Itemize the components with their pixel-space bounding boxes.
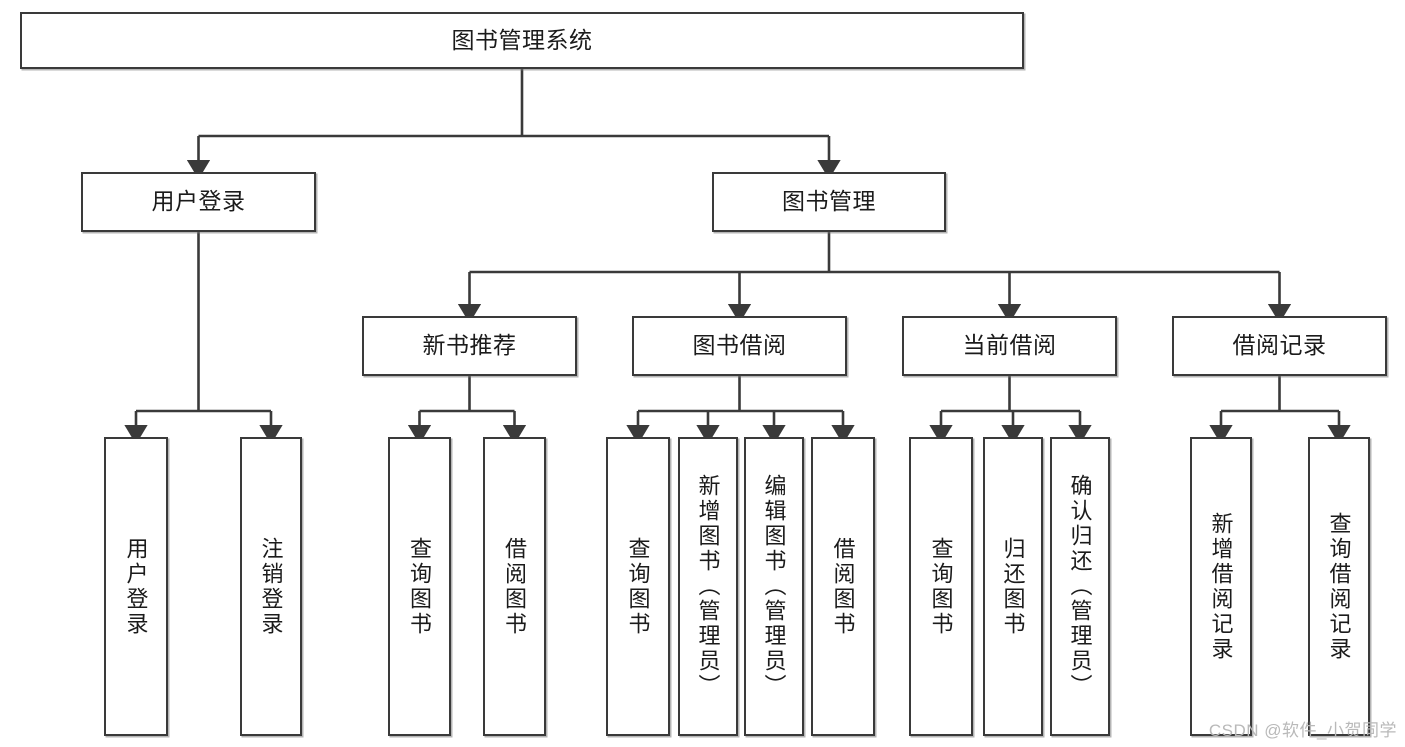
node-leaf-query-book-rec: 查询图书 bbox=[388, 437, 451, 736]
node-label: 查询借阅记录 bbox=[1326, 511, 1352, 662]
node-label: 新书推荐 bbox=[422, 332, 517, 359]
node-borrow-record: 借阅记录 bbox=[1172, 316, 1387, 376]
node-root: 图书管理系统 bbox=[20, 12, 1024, 69]
node-book-borrow: 图书借阅 bbox=[632, 316, 847, 376]
node-label: 注销登录 bbox=[258, 536, 284, 637]
node-leaf-borrow-book-rec: 借阅图书 bbox=[483, 437, 546, 736]
node-label: 图书管理系统 bbox=[451, 26, 593, 53]
node-leaf-query-borrow-record: 查询借阅记录 bbox=[1308, 437, 1370, 736]
node-label: 借阅图书 bbox=[830, 536, 856, 637]
node-label: 图书管理 bbox=[782, 188, 876, 215]
node-leaf-edit-book-admin: 编辑图书（管理员） bbox=[744, 437, 804, 736]
node-label: 编辑图书（管理员） bbox=[761, 474, 787, 699]
node-label: 新增图书（管理员） bbox=[695, 474, 721, 699]
node-label: 当前借阅 bbox=[962, 332, 1057, 359]
node-leaf-query-book-borrow: 查询图书 bbox=[606, 437, 670, 736]
node-label: 图书借阅 bbox=[692, 332, 787, 359]
node-label: 查询图书 bbox=[928, 536, 954, 637]
node-label: 借阅记录 bbox=[1232, 332, 1327, 359]
node-label: 确认归还（管理员） bbox=[1067, 474, 1093, 699]
node-label: 用户登录 bbox=[123, 536, 149, 637]
node-label: 用户登录 bbox=[151, 188, 246, 215]
node-leaf-return-book: 归还图书 bbox=[983, 437, 1043, 736]
node-leaf-user-login: 用户登录 bbox=[104, 437, 168, 736]
node-leaf-add-book-admin: 新增图书（管理员） bbox=[678, 437, 738, 736]
node-leaf-add-borrow-record: 新增借阅记录 bbox=[1190, 437, 1252, 736]
node-label: 归还图书 bbox=[1000, 536, 1026, 637]
node-user-login: 用户登录 bbox=[81, 172, 316, 232]
node-label: 查询图书 bbox=[625, 536, 651, 637]
node-book-manage: 图书管理 bbox=[712, 172, 946, 232]
node-label: 借阅图书 bbox=[502, 536, 528, 637]
node-new-book-rec: 新书推荐 bbox=[362, 316, 577, 376]
node-label: 新增借阅记录 bbox=[1208, 511, 1234, 662]
node-leaf-query-book-current: 查询图书 bbox=[909, 437, 973, 736]
node-leaf-borrow-book: 借阅图书 bbox=[811, 437, 875, 736]
node-label: 查询图书 bbox=[407, 536, 433, 637]
node-leaf-user-logout: 注销登录 bbox=[240, 437, 302, 736]
node-current-borrow: 当前借阅 bbox=[902, 316, 1117, 376]
node-leaf-confirm-return-admin: 确认归还（管理员） bbox=[1050, 437, 1110, 736]
